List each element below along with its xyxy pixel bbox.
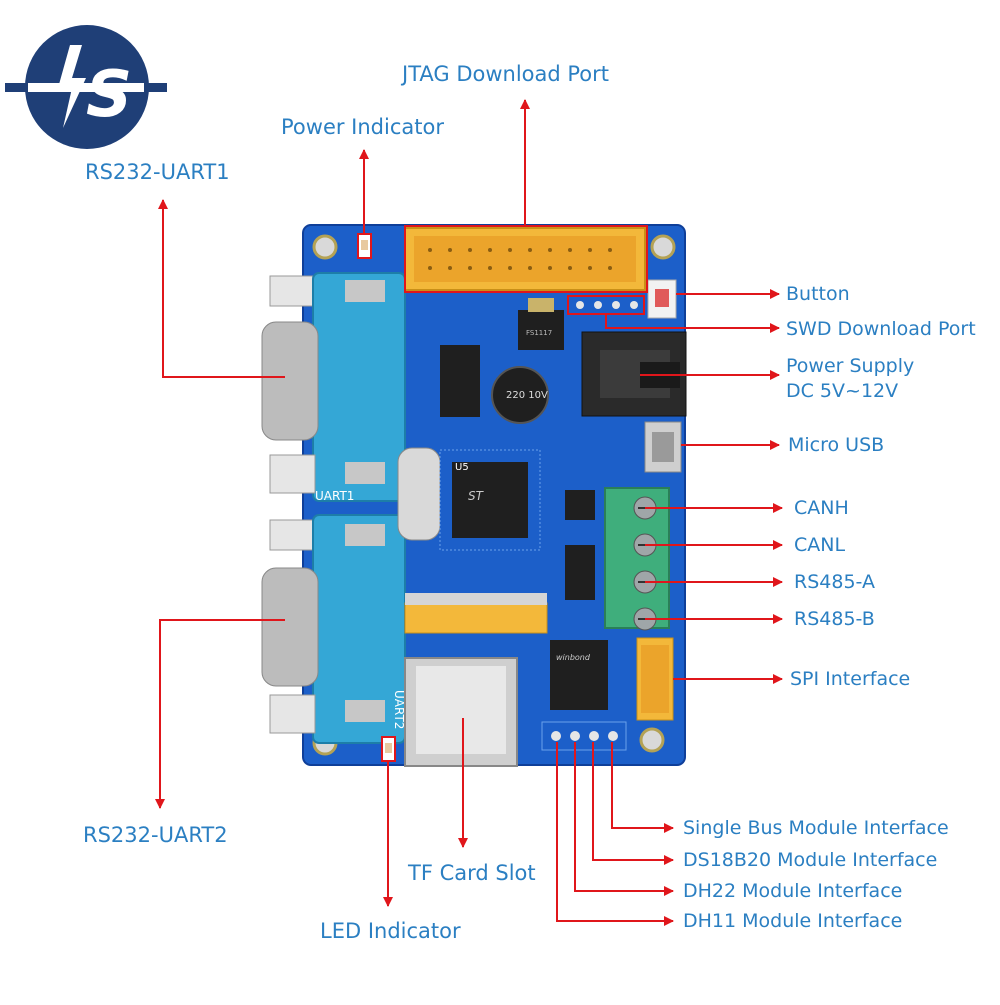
label-ds18b20: DS18B20 Module Interface [683, 849, 938, 871]
mcu-label: U5 [455, 462, 469, 473]
capacitor-text: 220 10V [506, 390, 548, 401]
uart1-arrow [158, 199, 285, 378]
label-swd: SWD Download Port [786, 318, 976, 340]
jtag-header [404, 227, 646, 291]
label-canh: CANH [794, 497, 849, 519]
spi-header [636, 637, 674, 721]
uart2-arrow [155, 619, 285, 809]
label-uart2: RS232-UART2 [83, 823, 228, 847]
db9-connector-uart1: UART1 [261, 272, 406, 503]
silk-uart2: UART2 [392, 690, 406, 729]
label-power-supply: Power Supply DC 5V~12V [786, 354, 914, 404]
label-canl: CANL [794, 534, 846, 556]
brand-logo-icon: S [5, 25, 167, 149]
electrolytic-capacitor: 220 10V [491, 366, 549, 424]
label-uart1: RS232-UART1 [85, 160, 230, 184]
label-led-indicator: LED Indicator [320, 919, 461, 943]
gpio-header [404, 593, 548, 634]
label-rs485b: RS485-B [794, 608, 875, 630]
crystal [397, 447, 441, 541]
mcu-chip: ST U5 [439, 449, 541, 551]
label-jtag: JTAG Download Port [402, 62, 610, 86]
ds18b20-arrow [592, 742, 674, 865]
label-button: Button [786, 283, 850, 305]
label-micro-usb: Micro USB [788, 434, 885, 456]
terminal-block [604, 487, 670, 631]
label-tf-card: TF Card Slot [408, 861, 536, 885]
label-single-bus: Single Bus Module Interface [683, 817, 949, 839]
reset-button [647, 279, 677, 319]
power-led [357, 233, 372, 259]
micro-usb-port [644, 421, 682, 473]
single-bus-arrow [611, 742, 674, 833]
label-rs485a: RS485-A [794, 571, 875, 593]
single-bus-header [541, 721, 627, 751]
spi-flash-chip: winbond [550, 640, 608, 710]
tf-card-slot [404, 657, 518, 767]
dh22-arrow [574, 742, 674, 896]
ic-rs485-transceiver [565, 490, 595, 520]
db9-connector-uart2: UART2 [261, 514, 406, 744]
voltage-regulator: FS1117 [518, 298, 564, 350]
swd-arrow [605, 314, 780, 333]
dh11-arrow [556, 742, 674, 926]
label-dh11: DH11 Module Interface [683, 910, 903, 932]
led-indicator [381, 736, 396, 762]
label-spi: SPI Interface [790, 668, 911, 690]
label-dh22: DH22 Module Interface [683, 880, 903, 902]
label-power-indicator: Power Indicator [281, 115, 444, 139]
flash-brand: winbond [556, 653, 591, 662]
label-power-supply-line1: Power Supply [786, 355, 915, 377]
mcu-logo: ST [468, 489, 485, 503]
label-power-supply-line2: DC 5V~12V [786, 380, 899, 402]
regulator-text: FS1117 [526, 329, 552, 337]
logo-letter: S [86, 58, 132, 132]
ic-u6 [440, 345, 480, 417]
ic-can-transceiver [565, 545, 595, 600]
silk-uart1: UART1 [315, 489, 354, 503]
swd-header [567, 295, 645, 315]
